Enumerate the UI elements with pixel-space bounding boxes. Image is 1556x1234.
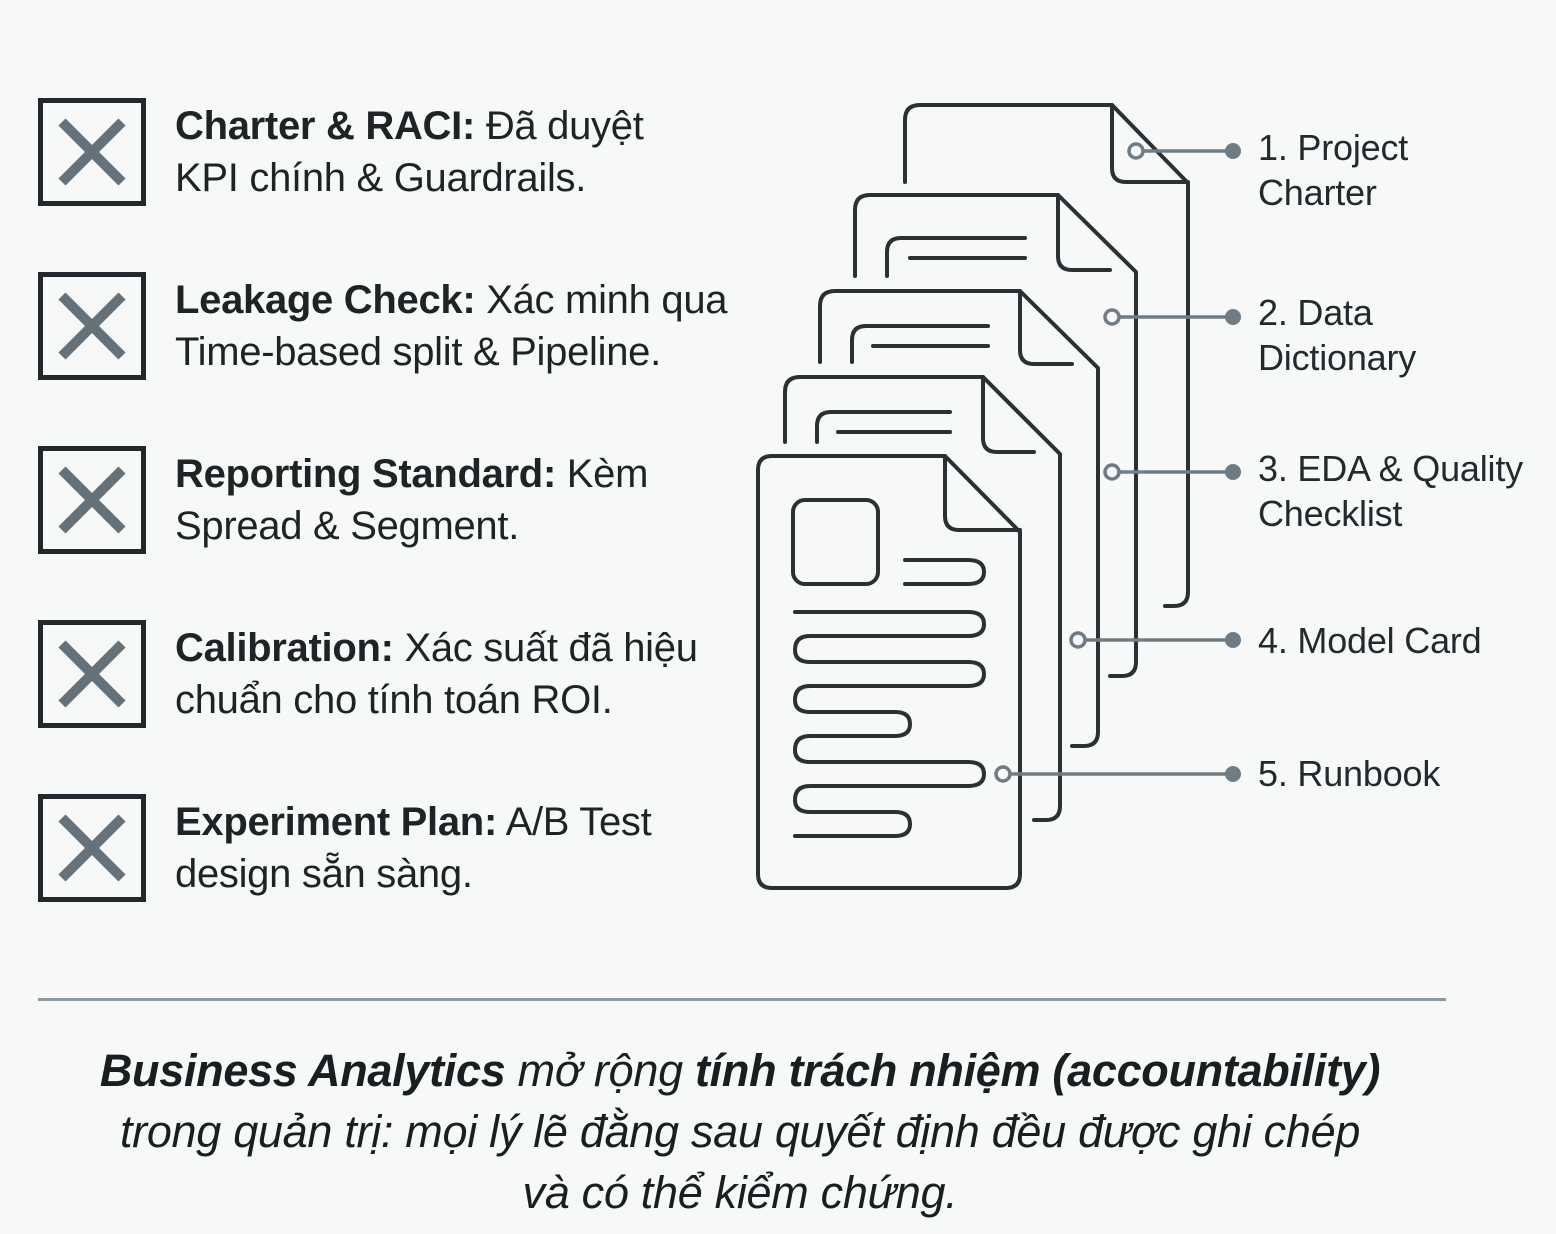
checklist-item-desc-1: Kèm [566, 452, 649, 496]
checklist-item-title: Reporting Standard: [175, 452, 556, 496]
document-stack-illustration [756, 103, 1241, 890]
caption-line-3: và có thể kiểm chứng. [522, 1167, 958, 1218]
checklist-item-text: Reporting Standard: Kèm Spread & Segment… [175, 448, 775, 552]
doc-label-line-1: 5. Runbook [1258, 753, 1441, 794]
connector-model-card [1069, 631, 1241, 649]
doc-label-line-2: Checklist [1258, 493, 1403, 534]
checklist-item-desc-1: A/B Test [505, 800, 652, 844]
connector-eda-checklist [1103, 463, 1241, 481]
caption: Business Analytics mở rộng tính trách nh… [40, 1040, 1440, 1223]
checklist-item-desc-2: Time-based split & Pipeline. [175, 330, 661, 374]
doc-label-line-1: 1. Project [1258, 127, 1409, 168]
checklist-item-title: Experiment Plan: [175, 800, 497, 844]
x-box-icon [38, 446, 146, 554]
checklist-item-desc-1: Xác minh qua [486, 278, 728, 322]
doc-label-line-1: 3. EDA & Quality [1258, 448, 1523, 489]
doc-label-data-dictionary: 2. Data Dictionary [1258, 290, 1416, 380]
connector-project-charter [1127, 142, 1241, 160]
caption-emphasis-1: Business Analytics [99, 1045, 506, 1096]
checklist-item-text: Experiment Plan: A/B Test design sẵn sàn… [175, 796, 775, 900]
document-icon-runbook [756, 454, 1022, 890]
checklist-item-title: Charter & RACI: [175, 104, 475, 148]
checklist-item-title: Calibration: [175, 626, 394, 670]
doc-label-line-2: Charter [1258, 172, 1377, 213]
checklist-item-text: Calibration: Xác suất đã hiệu chuẩn cho … [175, 622, 775, 726]
caption-text-1: mở rộng [505, 1045, 695, 1096]
doc-label-project-charter: 1. Project Charter [1258, 125, 1408, 215]
caption-line-2: trong quản trị: mọi lý lẽ đằng sau quyết… [119, 1106, 1361, 1157]
checklist-item-desc-1: Xác suất đã hiệu [404, 626, 698, 670]
doc-label-line-1: 2. Data [1258, 292, 1373, 333]
checklist-item-text: Leakage Check: Xác minh qua Time-based s… [175, 274, 775, 378]
connector-data-dictionary [1103, 308, 1241, 326]
x-box-icon [38, 98, 146, 206]
checklist-item-experiment: Experiment Plan: A/B Test design sẵn sàn… [38, 794, 758, 904]
checklist-item-reporting: Reporting Standard: Kèm Spread & Segment… [38, 446, 758, 556]
checklist-item-calibration: Calibration: Xác suất đã hiệu chuẩn cho … [38, 620, 758, 730]
checklist-item-desc-2: chuẩn cho tính toán ROI. [175, 678, 613, 722]
checklist-item-text: Charter & RACI: Đã duyệt KPI chính & Gua… [175, 100, 775, 204]
doc-label-line-1: 4. Model Card [1258, 620, 1482, 661]
checklist-item-desc-2: KPI chính & Guardrails. [175, 156, 587, 200]
checklist-item-charter: Charter & RACI: Đã duyệt KPI chính & Gua… [38, 98, 758, 208]
caption-emphasis-2: tính trách nhiệm (accountability) [695, 1045, 1381, 1096]
connector-runbook [994, 765, 1241, 783]
doc-label-eda-checklist: 3. EDA & Quality Checklist [1258, 446, 1523, 536]
checklist-item-title: Leakage Check: [175, 278, 476, 322]
checklist-item-desc-1: Đã duyệt [485, 104, 644, 148]
x-box-icon [38, 794, 146, 902]
checklist-item-leakage: Leakage Check: Xác minh qua Time-based s… [38, 272, 758, 382]
doc-label-runbook: 5. Runbook [1258, 751, 1440, 796]
x-box-icon [38, 272, 146, 380]
x-box-icon [38, 620, 146, 728]
checklist-item-desc-2: design sẵn sàng. [175, 852, 473, 896]
checklist-item-desc-2: Spread & Segment. [175, 504, 520, 548]
doc-label-model-card: 4. Model Card [1258, 618, 1482, 663]
doc-label-line-2: Dictionary [1258, 337, 1417, 378]
checklist: Charter & RACI: Đã duyệt KPI chính & Gua… [0, 0, 760, 960]
divider [38, 998, 1446, 1001]
